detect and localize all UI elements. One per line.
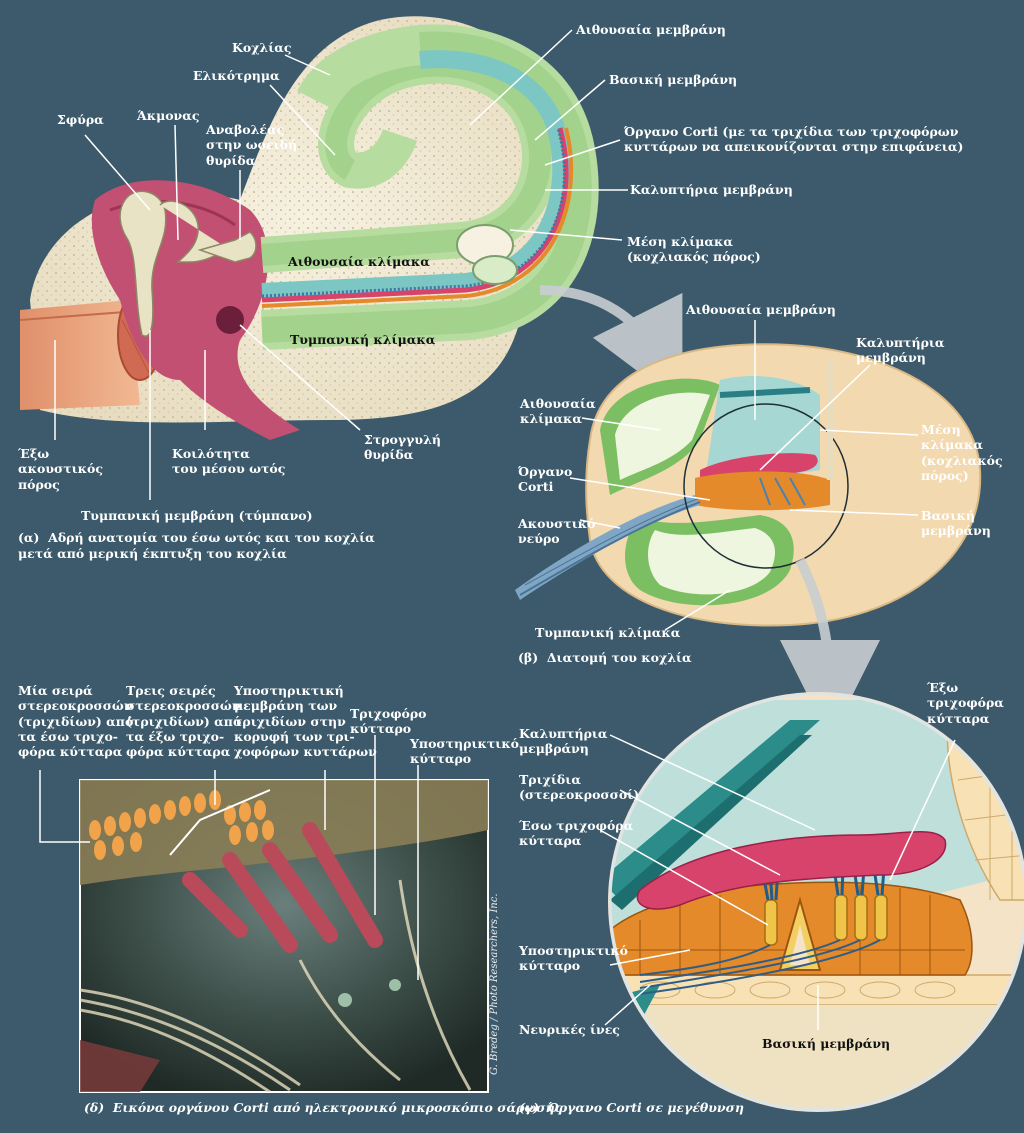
label-helicotrema: Ελικότρημα bbox=[193, 68, 280, 83]
label-round-window: Στρογγυλή θυρίδα bbox=[364, 432, 441, 463]
label-scala-tympani-b: Τυμπανική κλίμακα bbox=[535, 625, 681, 640]
arrow-a-to-b bbox=[539, 285, 683, 405]
label-scala-tympani-a: Τυμπανική κλίμακα bbox=[290, 332, 436, 347]
label-cochlea: Κοχλίας bbox=[232, 40, 292, 55]
label-vestibular-membrane-a: Αιθουσαία μεμβράνη bbox=[576, 22, 726, 37]
label-cochlear-duct-a: Μέση κλίμακα (κοχλιακός πόρος) bbox=[627, 234, 761, 265]
caption-panel-a: (α) Αδρή ανατομία του έσω ωτός και του κ… bbox=[18, 530, 375, 562]
label-inner-hair-cell: Έσω τριχοφόρα κύτταρα bbox=[519, 818, 634, 849]
label-middle-ear: Κοιλότητα του μέσου ωτός bbox=[172, 446, 286, 477]
panel-a-gross-anatomy bbox=[19, 16, 599, 440]
caption-panel-c: (γ) Όργανο Corti σε μεγέθυνση bbox=[519, 1100, 744, 1115]
organ-corti-b bbox=[695, 471, 830, 511]
photo-credit: G. Bredeg / Photo Researchers, Inc. bbox=[489, 893, 500, 1075]
label-supporting-cell-c: Υποστηρικτικό κύτταρο bbox=[519, 943, 629, 974]
panel-d-sem-image bbox=[79, 779, 489, 1093]
label-nerve-fibers: Νευρικές ίνες bbox=[519, 1022, 620, 1037]
label-one-row-stereocilia: Μία σειρά στερεοκροσσών (τριχιδίων) από … bbox=[18, 683, 134, 759]
label-cochlear-nerve: Ακουστικό νεύρο bbox=[518, 516, 596, 547]
label-cochlear-duct-b: Μέση κλίμακα (κοχλιακός πόρος) bbox=[921, 422, 1003, 483]
label-tympanic-membrane: Τυμπανική μεμβράνη (τύμπανο) bbox=[81, 508, 313, 523]
label-stapes: Αναβολέας στην ωοειδή θυρίδα bbox=[206, 122, 298, 168]
label-tectorial-membrane-c: Καλυπτήρια μεμβράνη bbox=[519, 726, 608, 757]
label-organ-corti-a: Όργανο Corti (με τα τριχίδια των τριχοφό… bbox=[624, 124, 964, 155]
stapes-shape bbox=[197, 231, 257, 263]
label-scala-vestibuli-a: Αιθουσαία κλίμακα bbox=[288, 254, 430, 269]
label-hair-cell: Τριχοφόρο κύτταρο bbox=[350, 706, 427, 737]
label-support-membrane: Υποστηρικτική μεμβράνη των τριχιδίων στη… bbox=[234, 683, 377, 759]
label-organ-corti-b: Όργανο Corti bbox=[518, 464, 573, 495]
label-ear-canal: Έξω ακουστικός πόρος bbox=[18, 446, 103, 492]
label-vestibular-membrane-b: Αιθουσαία μεμβράνη bbox=[686, 302, 836, 317]
caption-panel-d: (δ) Εικόνα οργάνου Corti από ηλεκτρονικό… bbox=[84, 1100, 563, 1115]
leader-lines bbox=[39, 29, 956, 1030]
label-basilar-membrane-b: Βασική μεμβράνη bbox=[921, 508, 991, 539]
panel-b-cross-section bbox=[515, 343, 982, 627]
panel-c-organ-of-corti bbox=[608, 692, 1024, 1112]
label-basilar-membrane-c: Βασική μεμβράνη bbox=[762, 1036, 891, 1051]
label-incus: Άκμονας bbox=[137, 108, 200, 123]
label-scala-vestibuli-b: Αιθουσαία κλίμακα bbox=[520, 396, 596, 427]
caption-panel-b: (β) Διατομή του κοχλία bbox=[518, 650, 692, 665]
label-outer-hair-cells: Έξω τριχοφόρα κύτταρα bbox=[927, 680, 1004, 726]
tectorial-membrane-c bbox=[636, 831, 947, 910]
label-three-rows-stereocilia: Τρεις σειρές στερεοκροσσών (τριχιδίων) α… bbox=[126, 683, 242, 759]
label-basilar-membrane-a: Βασική μεμβράνη bbox=[609, 72, 738, 87]
cochlea-channels bbox=[260, 24, 599, 350]
label-malleus: Σφύρα bbox=[57, 112, 104, 127]
label-tectorial-membrane-b: Καλυπτήρια μεμβράνη bbox=[856, 335, 945, 366]
ear-canal bbox=[20, 300, 140, 410]
arrow-b-to-c bbox=[779, 557, 880, 740]
zoom-circle-b bbox=[683, 403, 849, 569]
label-stereocilia: Τριχίδια (στερεοκροσσοί) bbox=[519, 772, 640, 803]
label-supporting-cell-d: Υποστηρικτικό κύτταρο bbox=[410, 736, 520, 767]
label-tectorial-membrane-a: Καλυπτήρια μεμβράνη bbox=[630, 182, 793, 197]
